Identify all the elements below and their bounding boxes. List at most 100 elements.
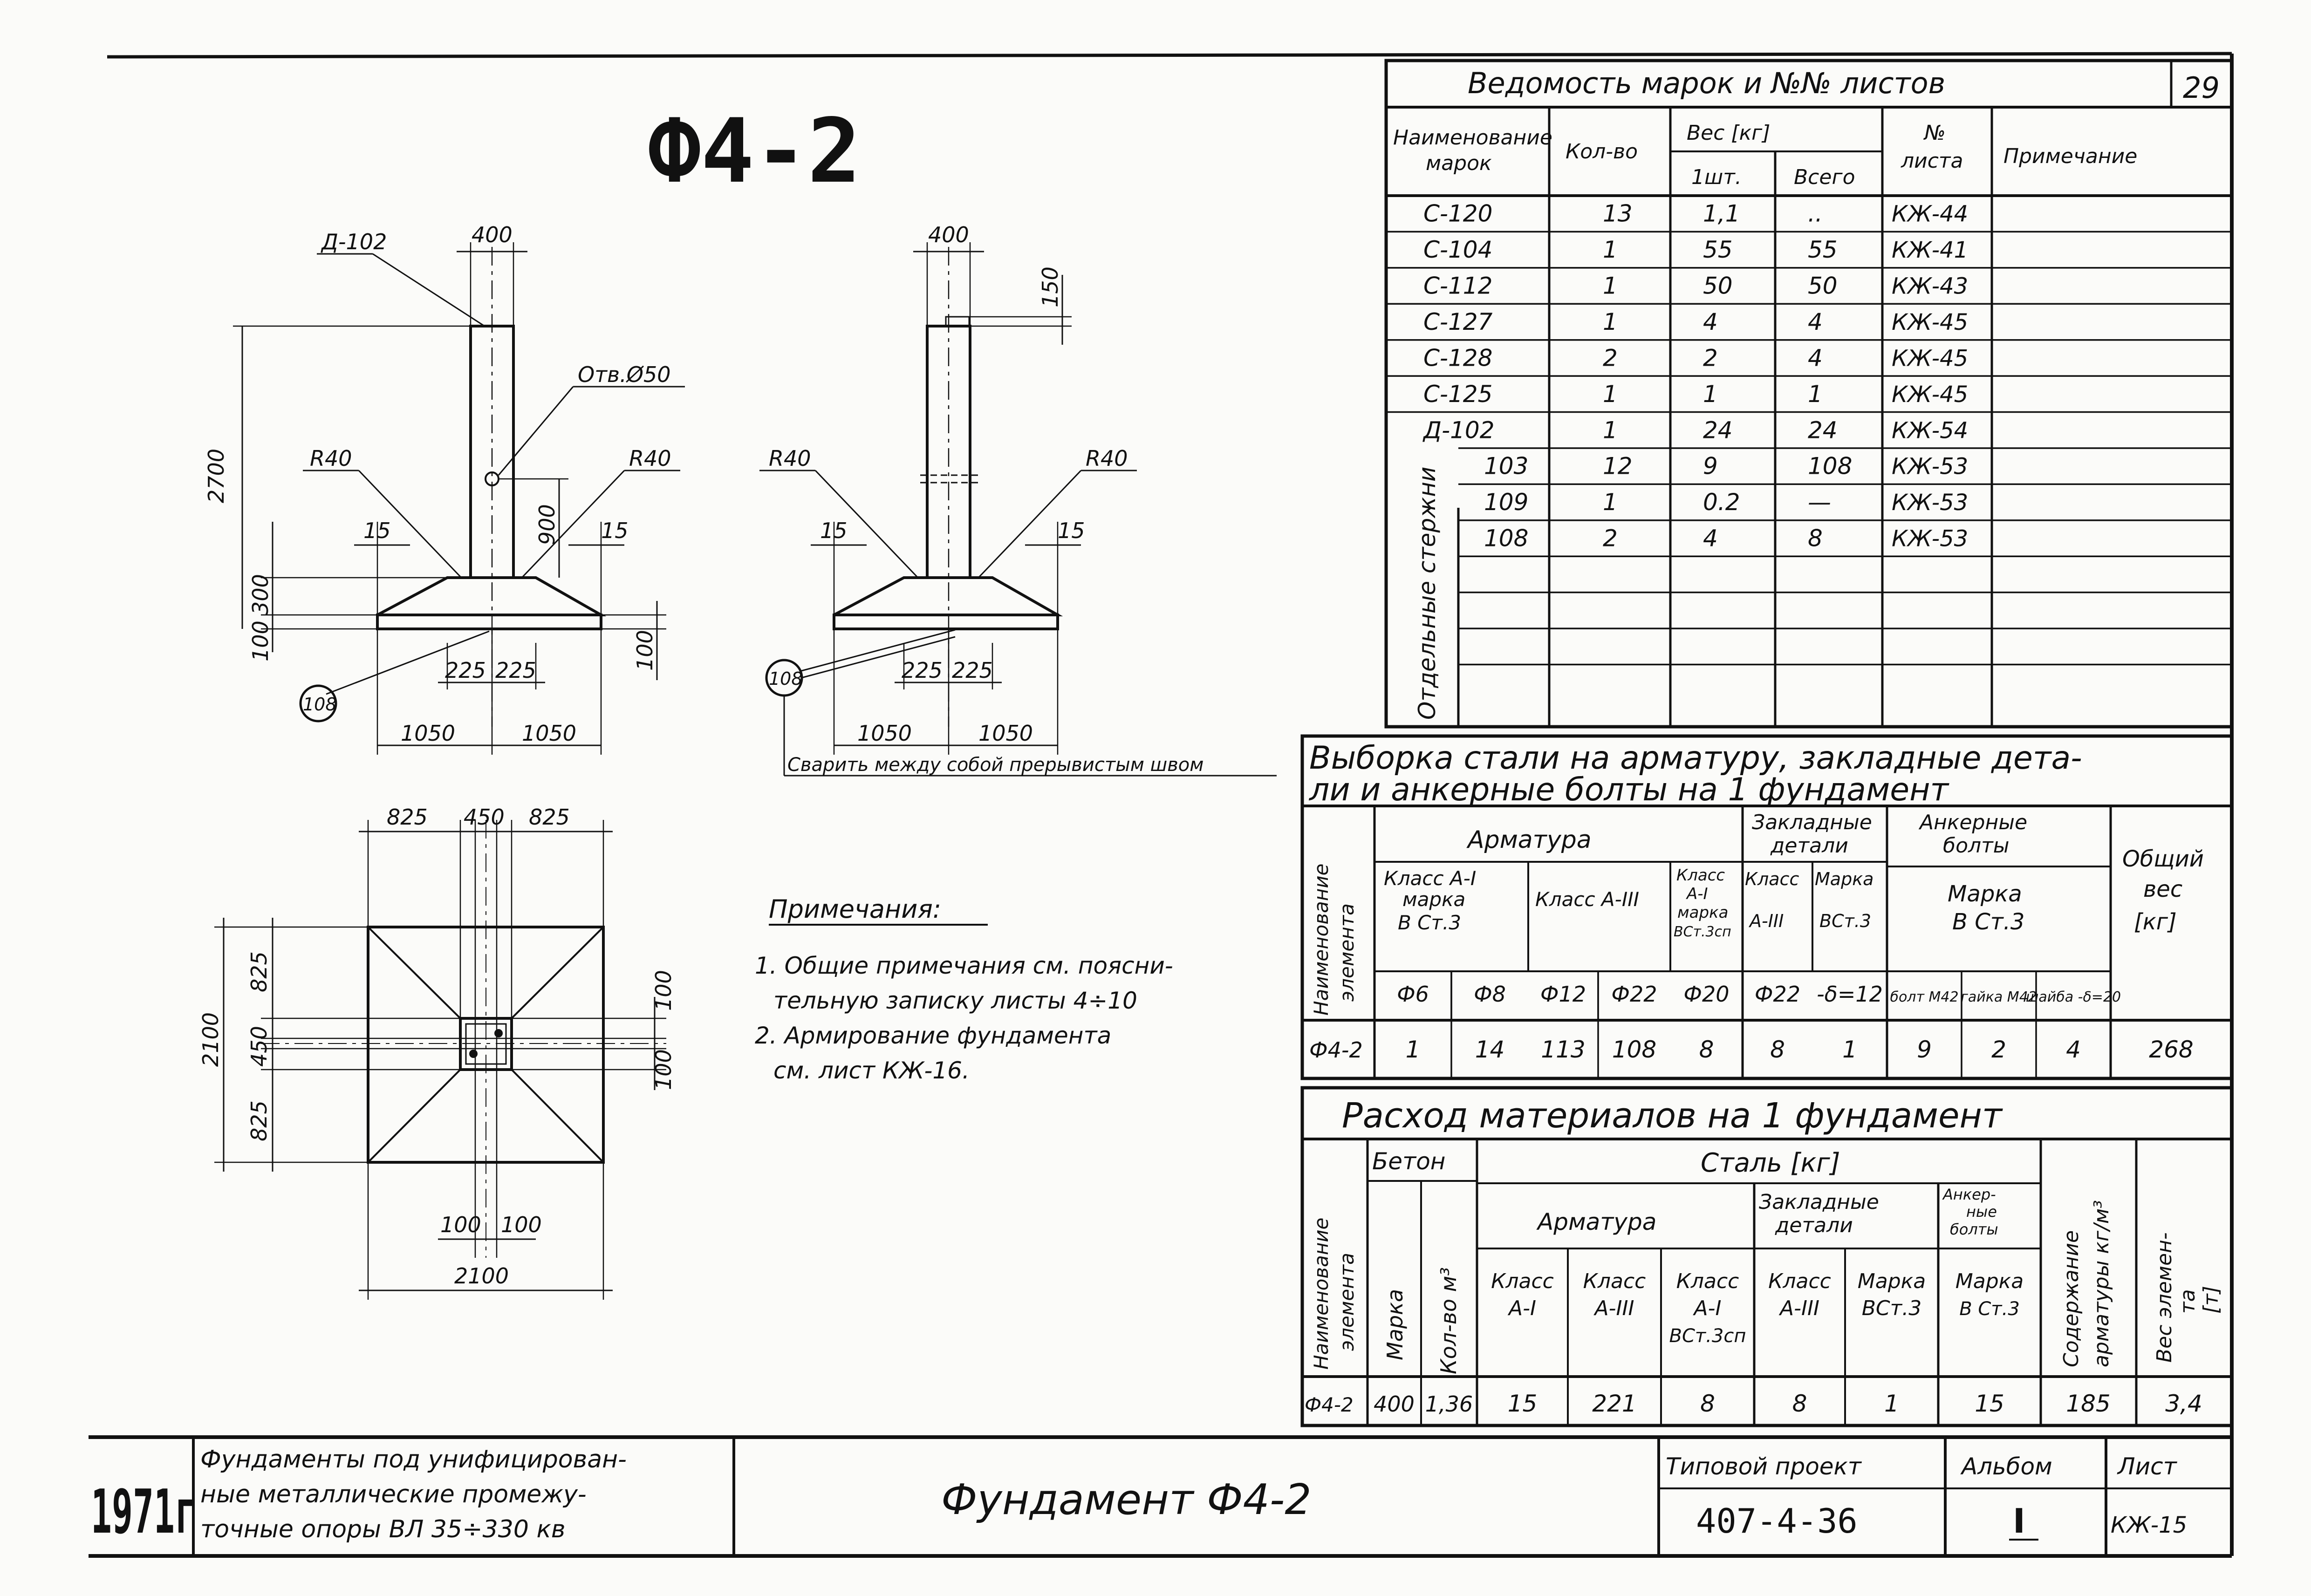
marks-row-total: 4 [1808,344,1823,371]
marks-row-total: 55 [1808,236,1838,263]
steel-anchor-mark-2: В Ст.3 [1952,909,2024,935]
marks-head-total: Всего [1794,165,1855,189]
marks-row-total: 50 [1808,273,1838,300]
marks-head-name-2: марок [1426,151,1492,175]
page-number: 29 [2183,71,2220,105]
plan-view-labels: 825 450 825 2100 825 450 825 100 100 100… [198,805,676,1289]
front-base-thickness: 100 [632,630,657,671]
plan-left-dim-3: 825 [246,1100,272,1141]
front-offset-left: 15 [363,518,391,543]
marks-group-row-name: 108 [1484,525,1528,552]
marks-row-qty: 13 [1603,200,1633,227]
steel-title-1: Выборка стали на арматуру, закладные дет… [1309,740,2082,777]
steel-armatura: Арматура [1466,826,1592,854]
side-bar-label: 108 [769,668,803,689]
marks-row-sheet: КЖ-44 [1892,201,1968,227]
sheet-title: Фундамент Ф4-2 [941,1475,1312,1524]
materials-col-label: Марка [1858,1269,1926,1293]
side-view [759,242,1277,777]
steel-class-a3: Класс А-III [1535,888,1639,911]
steel-row-value: 2 [1991,1036,2006,1063]
marks-table: 29 Ведомость марок и №№ листов Наименова… [1384,59,2234,729]
steel-row-value: 14 [1475,1036,1505,1063]
materials-row-name: Ф4-2 [1305,1393,1354,1416]
marks-group-row-qty: 2 [1603,525,1618,552]
materials-col-label: А-I [1693,1296,1722,1320]
marks-group-row-total: 8 [1808,525,1823,552]
marks-head-sheet-2: листа [1901,149,1963,173]
steel-total-2: вес [2143,876,2182,902]
steel-table: Выборка стали на арматуру, закладные дет… [1300,734,2234,1080]
marks-row-sheet: КЖ-41 [1892,237,1968,263]
front-half-width-2: 1050 [522,721,576,746]
steel-class-a1b-3: марка [1677,903,1728,922]
materials-table: Расход материалов на 1 фундамент Наимено… [1300,1086,2234,1427]
materials-armatura: Арматура [1536,1208,1656,1235]
side-offset-left: 15 [820,518,848,543]
plan-top-dim-2: 450 [464,805,505,830]
marks-row-unit: 50 [1703,273,1733,300]
steel-size-label: шайба -δ=20 [2026,989,2121,1005]
description-line-3: точные опоры ВЛ 35÷330 кв [200,1515,566,1543]
marks-row-total: 24 [1808,416,1838,443]
materials-mark: Марка [1382,1289,1408,1360]
side-half-width-1: 1050 [857,721,912,746]
steel-emb-class-1: Класс [1745,869,1799,889]
plan-view [214,820,666,1300]
marks-head-note: Примечание [2003,144,2137,168]
front-half-width-1: 1050 [401,721,455,746]
side-center-half-1: 225 [902,658,943,683]
materials-row-weight: 3,4 [2165,1390,2202,1417]
side-view-labels: 400 150 R40 R40 15 15 225 225 1050 1050 … [769,222,1203,776]
materials-embedded-1: Закладные [1759,1190,1879,1214]
materials-col-label: А-III [1593,1296,1634,1320]
project-number: 407-4-36 [1696,1501,1858,1541]
front-center-half-2: 225 [495,658,536,683]
front-top-width: 400 [472,222,513,247]
side-center-half-2: 225 [952,658,993,683]
notes-line-1: 1. Общие примечания см. поясни- [755,952,1173,979]
materials-row-value: 221 [1592,1390,1636,1417]
materials-title: Расход материалов на 1 фундамент [1342,1096,2003,1136]
marks-row-qty: 2 [1603,344,1618,371]
marks-head-weight: Вес [кг] [1687,121,1770,145]
materials-col-label: Марка [1955,1269,2024,1293]
front-offset-right: 15 [601,518,629,543]
sheet-number: КЖ-15 [2111,1512,2187,1538]
marks-group-row-qty: 12 [1603,453,1633,480]
marks-row-name: С-127 [1423,308,1493,335]
side-radius-left: R40 [769,446,811,471]
front-view [233,242,685,755]
marks-head-name-1: Наименование [1393,126,1552,150]
materials-weight-2: та [2176,1289,2200,1314]
steel-class-a1-3: В Ст.3 [1398,911,1461,934]
marks-row-unit: 55 [1703,236,1733,263]
sheet-label: Лист [2117,1453,2178,1480]
notes-heading: Примечания: [769,894,941,924]
front-view-labels: 400 Д-102 Отв.Ø50 R40 R40 2700 900 300 1… [204,222,671,746]
steel-emb-mark-2: ВСт.3 [1819,911,1871,931]
front-radius-left: R40 [310,446,352,471]
marks-group-row-total: 108 [1808,453,1852,480]
marks-group-row-qty: 1 [1603,489,1618,516]
marks-row-name: С-104 [1423,236,1492,263]
steel-size-label: гайка М42 [1961,989,2037,1005]
materials-col-label: В Ст.3 [1959,1298,2020,1320]
materials-row-mark: 400 [1374,1391,1415,1417]
weld-note: Сварить между собой прерывистым швом [787,754,1203,776]
steel-size-label: болт М42 [1890,989,1958,1005]
steel-anchor-2: болты [1943,834,2010,858]
marks-row-name: Д-102 [1422,416,1495,443]
front-layer-100: 100 [248,621,273,662]
materials-row-value: 8 [1700,1390,1715,1417]
marks-row-name: С-120 [1423,200,1492,227]
steel-rowhead-2: элемента [1335,903,1358,1002]
side-top-dim: 150 [1038,266,1063,307]
materials-anchor-2: ные [1966,1203,1997,1221]
materials-col-label: А-III [1778,1296,1819,1320]
steel-embedded-2: детали [1770,834,1848,858]
description-line-2: ные металлические промежу- [200,1480,587,1508]
marks-head-unit: 1шт. [1691,165,1742,189]
steel-class-a1-2: марка [1402,888,1465,911]
